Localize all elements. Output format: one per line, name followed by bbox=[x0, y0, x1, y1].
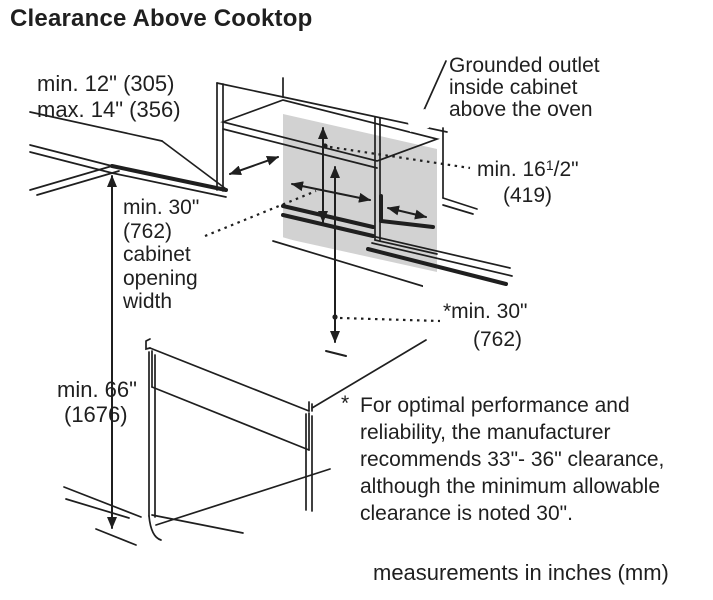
leader-lines bbox=[204, 60, 471, 323]
floor-lines bbox=[63, 486, 142, 546]
cooktop-clearance-label: *min. 30" (762) bbox=[443, 300, 528, 351]
cooktop-surface bbox=[145, 269, 427, 412]
left-cabinet-depth-arrow bbox=[229, 155, 279, 176]
page-title: Clearance Above Cooktop bbox=[10, 5, 313, 32]
outlet-note-leader bbox=[423, 60, 447, 111]
grounded-outlet-note: Grounded outlet inside cabinet above the… bbox=[449, 54, 600, 121]
burner-knob bbox=[280, 413, 296, 429]
range-body bbox=[148, 351, 331, 541]
outlet-clearance-leader bbox=[329, 145, 471, 170]
cooktop-clearance-leader bbox=[339, 316, 441, 323]
right-upper-cabinet bbox=[374, 116, 478, 255]
footnote-asterisk: * bbox=[341, 392, 350, 415]
opening-width-arrow bbox=[291, 181, 371, 203]
floor-clearance-label: min. 66" (1676) bbox=[57, 377, 137, 427]
grounded-outlet-icon bbox=[406, 109, 429, 132]
range-control-band bbox=[151, 350, 310, 451]
burner-knob bbox=[185, 374, 201, 390]
outlet-clearance-label: min. 161/2" (419) bbox=[477, 157, 579, 207]
measurement-units-note: measurements in inches (mm) bbox=[373, 560, 669, 585]
opening-width-leader bbox=[204, 189, 317, 238]
dimension-arrows bbox=[107, 127, 427, 529]
cabinet-opening-width-label: min. 30" (762) cabinet opening width bbox=[123, 196, 200, 313]
range-backguard bbox=[265, 234, 430, 335]
cabinet-depth-min: min. 12" (305) bbox=[37, 71, 175, 96]
cabinet-depth-max: max. 14" (356) bbox=[37, 97, 181, 122]
burner-knob bbox=[163, 363, 179, 379]
left-upper-cabinet bbox=[29, 82, 228, 198]
right-cabinet-depth-arrow bbox=[387, 205, 427, 220]
cabinet-depth-label: min. 12" (305) max. 14" (356) bbox=[37, 71, 181, 123]
footnote-text: For optimal performance and reliability,… bbox=[360, 394, 665, 525]
burner-knob bbox=[257, 403, 273, 419]
counter-lines bbox=[281, 204, 513, 286]
